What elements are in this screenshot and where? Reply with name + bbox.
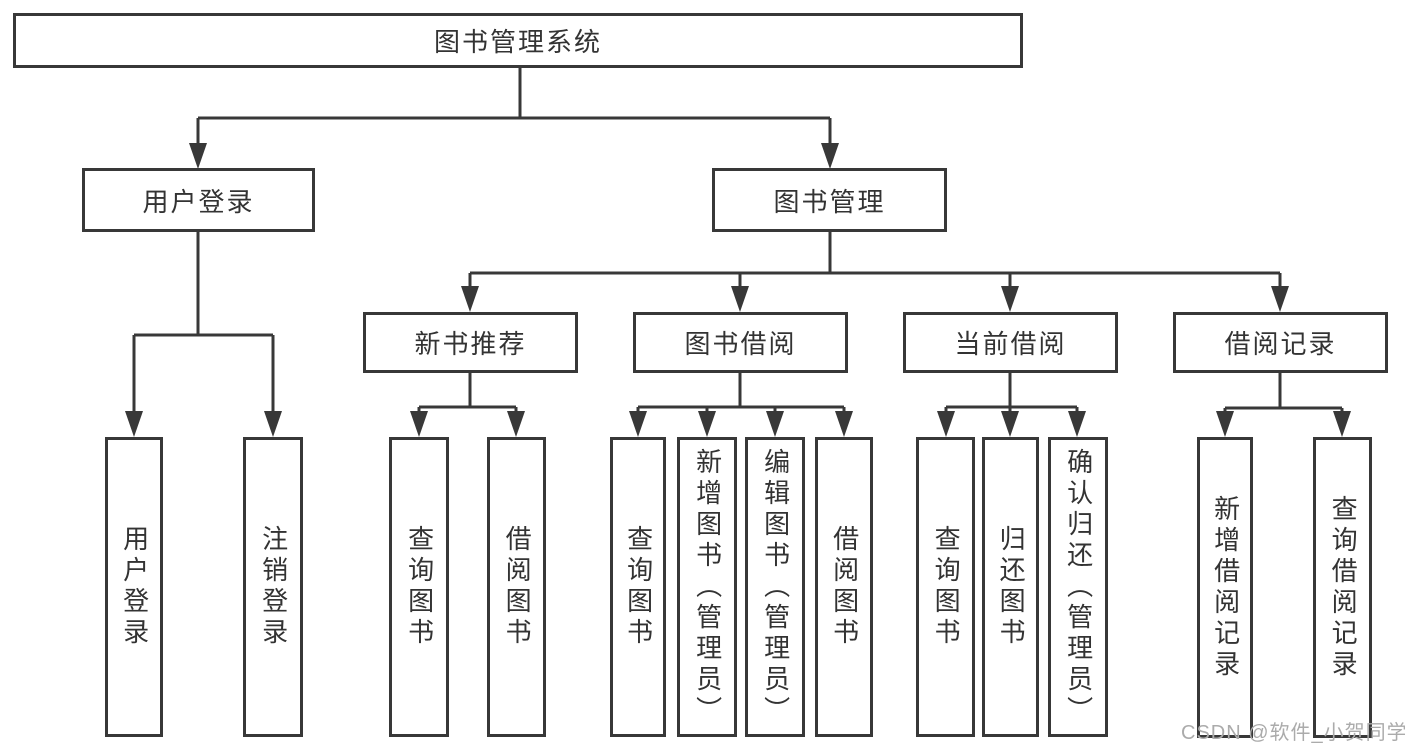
node-current-borrow: 当前借阅 <box>903 312 1118 373</box>
node-label: 查询借阅记录 <box>1328 494 1359 681</box>
node-label: 用户登录 <box>142 186 255 217</box>
leaf-user-login: 用户登录 <box>105 437 163 737</box>
node-label: 注销登录 <box>258 525 289 649</box>
leaf-cb-return-book: 归还图书 <box>982 437 1039 737</box>
node-root-library-system: 图书管理系统 <box>13 13 1023 68</box>
node-label: 图书借阅 <box>684 329 797 359</box>
connector-root-to-level2 <box>189 68 839 169</box>
node-label: 新书推荐 <box>414 329 527 359</box>
leaf-bb-add-book-admin: 新增图书（管理员） <box>677 437 737 737</box>
node-label: 查询图书 <box>404 525 435 649</box>
connector-borrow-records-to-leaves <box>1216 373 1351 437</box>
node-label: 确认归还（管理员） <box>1063 447 1094 727</box>
node-borrow-records: 借阅记录 <box>1173 312 1388 373</box>
node-label: 新增图书（管理员） <box>692 447 723 727</box>
leaf-br-add-record: 新增借阅记录 <box>1197 437 1253 738</box>
node-label: 查询图书 <box>623 525 654 649</box>
leaf-rec-query-book: 查询图书 <box>389 437 449 737</box>
leaf-br-query-record: 查询借阅记录 <box>1313 437 1372 738</box>
leaf-bb-edit-book-admin: 编辑图书（管理员） <box>745 437 805 737</box>
node-label: 借阅图书 <box>829 525 860 649</box>
connector-new-book-rec-to-leaves <box>410 373 525 437</box>
node-label: 编辑图书（管理员） <box>760 447 791 727</box>
leaf-bb-borrow-book: 借阅图书 <box>815 437 873 737</box>
node-label: 用户登录 <box>119 525 150 649</box>
connector-user-login-to-leaves <box>125 232 282 437</box>
node-book-management: 图书管理 <box>712 168 947 232</box>
node-user-login: 用户登录 <box>82 168 315 232</box>
leaf-logout: 注销登录 <box>243 437 303 737</box>
node-label: 查询图书 <box>931 525 962 649</box>
connector-book-borrow-to-leaves <box>629 373 853 437</box>
node-label: 借阅图书 <box>502 525 533 649</box>
node-label: 当前借阅 <box>954 329 1067 359</box>
leaf-bb-query-book: 查询图书 <box>610 437 666 737</box>
leaf-cb-query-book: 查询图书 <box>916 437 975 737</box>
node-book-borrow: 图书借阅 <box>633 312 848 373</box>
leaf-rec-borrow-book: 借阅图书 <box>487 437 546 737</box>
node-label: 借阅记录 <box>1224 329 1337 359</box>
leaf-cb-confirm-return-admin: 确认归还（管理员） <box>1048 437 1108 737</box>
node-new-book-recommend: 新书推荐 <box>363 312 578 373</box>
connector-book-mgmt-to-level3 <box>461 232 1289 312</box>
node-label: 图书管理系统 <box>433 27 602 57</box>
node-label: 新增借阅记录 <box>1210 494 1241 681</box>
node-label: 归还图书 <box>996 525 1027 649</box>
node-label: 图书管理 <box>773 186 886 217</box>
csdn-watermark: CSDN @软件_小贺同学 <box>1181 722 1405 744</box>
connector-current-borrow-to-leaves <box>937 373 1086 437</box>
